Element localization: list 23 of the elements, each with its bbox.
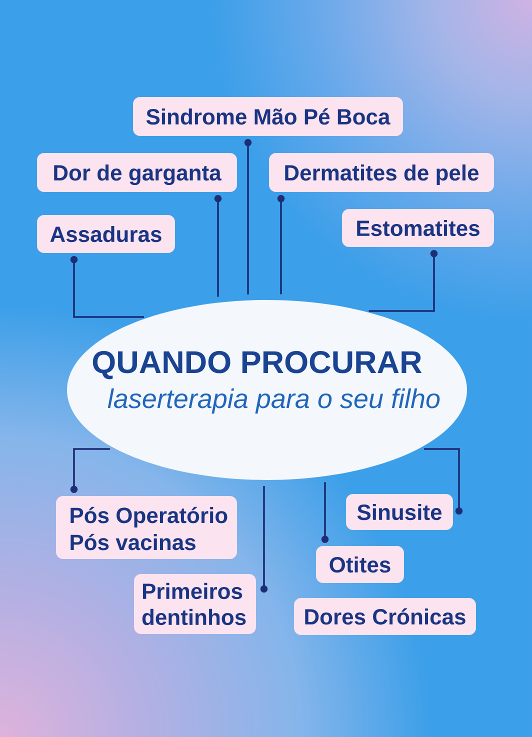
label-box: Sinusite xyxy=(346,494,453,530)
connector-line xyxy=(321,482,329,543)
title-ellipse xyxy=(67,300,467,480)
label-box: Estomatites xyxy=(342,209,494,247)
connector-line xyxy=(368,250,438,312)
connector-line xyxy=(70,448,110,493)
label-box: Dermatites de pele xyxy=(269,153,494,192)
label-box: Primeiros dentinhos xyxy=(134,574,256,634)
label-box: Assaduras xyxy=(37,215,175,253)
label-box: Dor de garganta xyxy=(37,153,237,192)
connector-line xyxy=(277,195,285,294)
connector-line xyxy=(244,139,252,294)
connector-line xyxy=(260,486,268,593)
heading: QUANDO PROCURAR xyxy=(92,351,422,380)
label-box: Sindrome Mão Pé Boca xyxy=(133,97,403,136)
connector-line xyxy=(214,195,222,297)
label-text: Pós vacinas xyxy=(70,534,196,550)
connector-line xyxy=(70,256,144,318)
label-box: Dores Crónicas xyxy=(294,598,476,635)
subheading: laserterapia para o seu filho xyxy=(108,388,440,414)
label-box: Otites xyxy=(316,546,404,583)
label-text: Pós Operatório xyxy=(70,506,228,528)
label-box xyxy=(56,496,237,559)
